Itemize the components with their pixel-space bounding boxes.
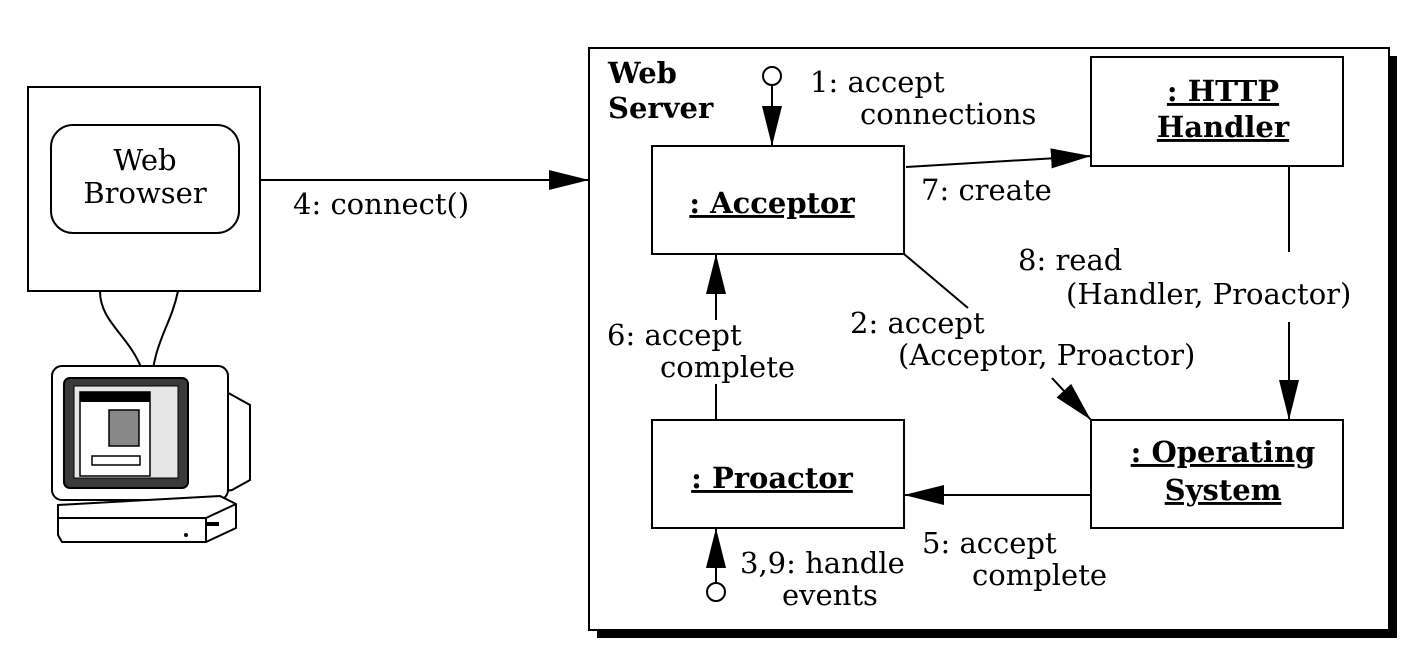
http-handler-label-line1: : HTTP bbox=[1167, 74, 1279, 108]
web-server-title-line1: Web bbox=[607, 56, 677, 90]
proactor-object: : Proactor bbox=[651, 419, 905, 529]
http-handler-label-line2: Handler bbox=[1157, 110, 1290, 144]
handle-events-start-node bbox=[706, 582, 726, 602]
message-7-label: 7: create bbox=[921, 173, 1052, 207]
message-2-label-line2: (Acceptor, Proactor) bbox=[898, 338, 1195, 372]
message-4-label: 4: connect() bbox=[293, 187, 469, 221]
operating-system-label-line1: : Operating bbox=[1131, 435, 1316, 469]
message-5-label-line2: complete bbox=[972, 558, 1107, 592]
accept-arrow bbox=[1051, 377, 1092, 421]
acceptor-label: : Acceptor bbox=[689, 186, 855, 220]
message-39-label-line2: events bbox=[782, 578, 878, 612]
message-1-label-line2: connections bbox=[860, 97, 1036, 131]
browser-window: Web Browser bbox=[27, 86, 261, 292]
message-6-label-line1: 6: accept bbox=[607, 318, 742, 352]
accept-connections-start-node bbox=[762, 66, 782, 86]
message-8-label-line1: 8: read bbox=[1018, 243, 1122, 277]
message-8-label-line2: (Handler, Proactor) bbox=[1066, 277, 1351, 311]
computer-icon bbox=[51, 365, 251, 543]
operating-system-label-line2: System bbox=[1165, 473, 1282, 507]
browser-inner-panel bbox=[50, 124, 240, 234]
message-39-label-line1: 3,9: handle bbox=[740, 546, 905, 580]
message-5-label-line1: 5: accept bbox=[922, 526, 1057, 560]
web-server-title-line2: Server bbox=[608, 91, 714, 125]
message-2-label-line1: 2: accept bbox=[850, 306, 985, 340]
acceptor-object: : Acceptor bbox=[651, 145, 905, 255]
message-6-label-line2: complete bbox=[660, 350, 795, 384]
proactor-label: : Proactor bbox=[691, 461, 853, 495]
create-arrow bbox=[905, 148, 1092, 169]
browser-title-line2: Browser bbox=[83, 176, 207, 210]
operating-system-object: : Operating System bbox=[1090, 419, 1344, 529]
accept-line-upper bbox=[903, 253, 969, 309]
http-handler-object: : HTTP Handler bbox=[1090, 56, 1344, 167]
browser-title-line1: Web bbox=[113, 143, 176, 177]
message-1-label-line1: 1: accept bbox=[810, 65, 945, 99]
